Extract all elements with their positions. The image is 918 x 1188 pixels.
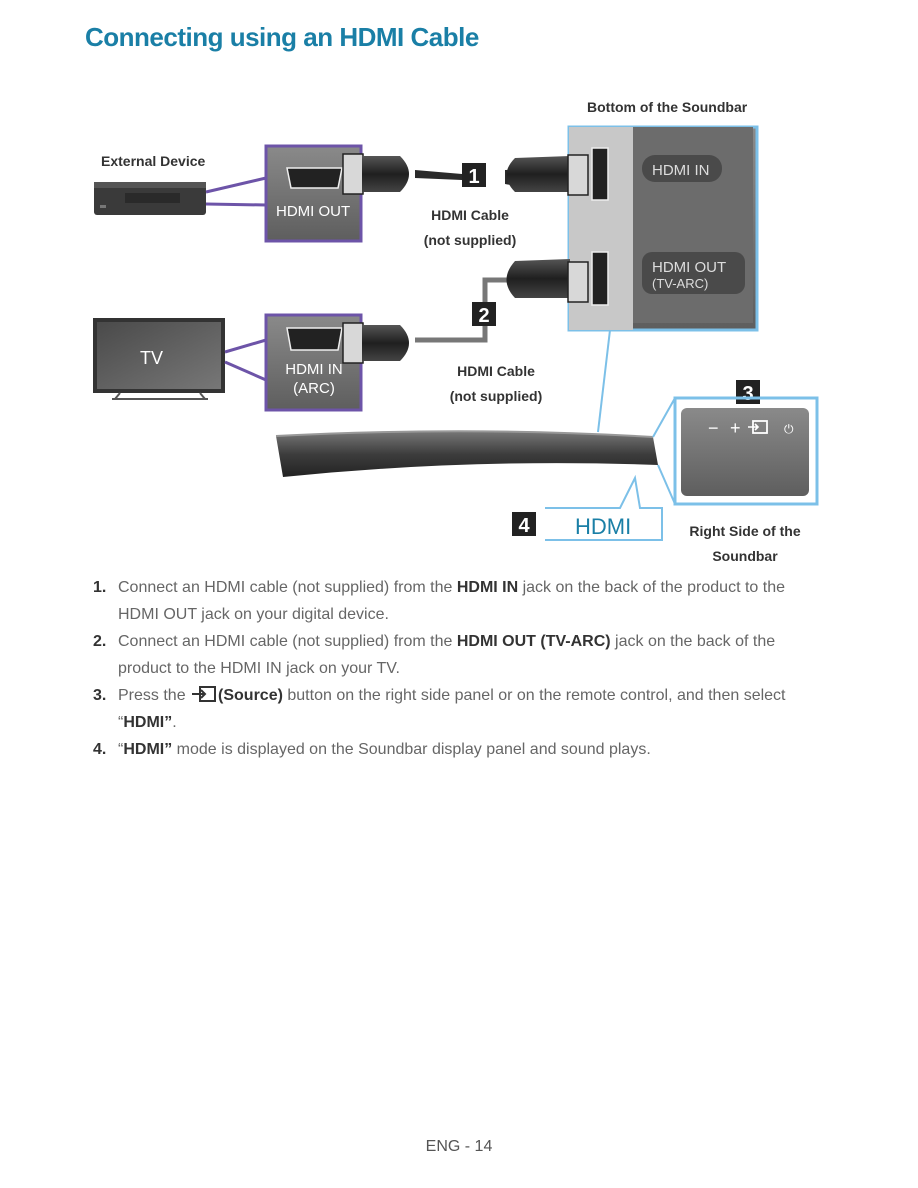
page-number: ENG - 14 [425, 1138, 493, 1155]
connection-diagram: HDMI IN HDMI OUT (TV-ARC) 1 2 3 4 [93, 125, 819, 541]
hdmi-in-arc-label: HDMI IN (ARC) [285, 361, 343, 397]
external-device-label: External Device [101, 153, 206, 169]
volume-up-icon: + [730, 418, 741, 438]
cable-1-label: HDMI Cable (not supplied) [423, 207, 517, 248]
hdmi-port-icon [286, 167, 343, 189]
step-2: 2.Connect an HDMI cable (not supplied) f… [93, 633, 776, 677]
hdmi-port-icon [286, 327, 343, 351]
marker-4: 4 [512, 512, 536, 537]
svg-text:3: 3 [742, 383, 753, 405]
hdmi-port-icon [591, 147, 609, 201]
page-title: Connecting using an HDMI Cable [85, 22, 479, 52]
power-icon: ⏻ [784, 422, 794, 436]
marker-1: 1 [462, 163, 486, 188]
marker-2: 2 [472, 302, 496, 327]
tv-icon [93, 318, 225, 400]
tv-label: TV [140, 348, 164, 368]
source-icon [192, 686, 217, 702]
right-side-label: Right Side of the Soundbar [689, 523, 801, 564]
sb-hdmi-in-label: HDMI IN [652, 162, 710, 179]
svg-text:1: 1 [468, 166, 479, 188]
hdmi-out-label: HDMI OUT [276, 203, 351, 220]
external-device-pointer [205, 176, 267, 207]
right-side-panel: − + ⏻ [673, 396, 819, 506]
hdmi-cable-1 [342, 153, 589, 196]
step-4: 4.“HDMI” mode is displayed on the Soundb… [93, 741, 651, 758]
tv-pointer [224, 338, 267, 382]
soundbar-icon [275, 430, 658, 477]
display-callout: HDMI [545, 474, 663, 541]
sb-hdmi-out-label: HDMI OUT [652, 259, 726, 276]
hdmi-port-icon [591, 251, 609, 306]
external-device-icon [94, 182, 206, 215]
marker-3: 3 [736, 380, 760, 405]
hdmi-cable-2 [342, 259, 589, 364]
bottom-of-soundbar-label: Bottom of the Soundbar [587, 99, 748, 115]
step-1: 1.Connect an HDMI cable (not supplied) f… [93, 579, 785, 623]
sb-hdmi-out-sub-label: (TV-ARC) [652, 276, 708, 291]
svg-text:2: 2 [478, 305, 489, 327]
volume-down-icon: − [708, 418, 719, 438]
step-3: 3.Press the (Source) button on the right… [93, 686, 786, 731]
svg-text:4: 4 [518, 515, 530, 537]
display-text: HDMI [575, 514, 631, 539]
cable-2-label: HDMI Cable (not supplied) [449, 363, 543, 404]
instruction-steps: 1.Connect an HDMI cable (not supplied) f… [93, 574, 823, 763]
source-icon [748, 420, 768, 434]
